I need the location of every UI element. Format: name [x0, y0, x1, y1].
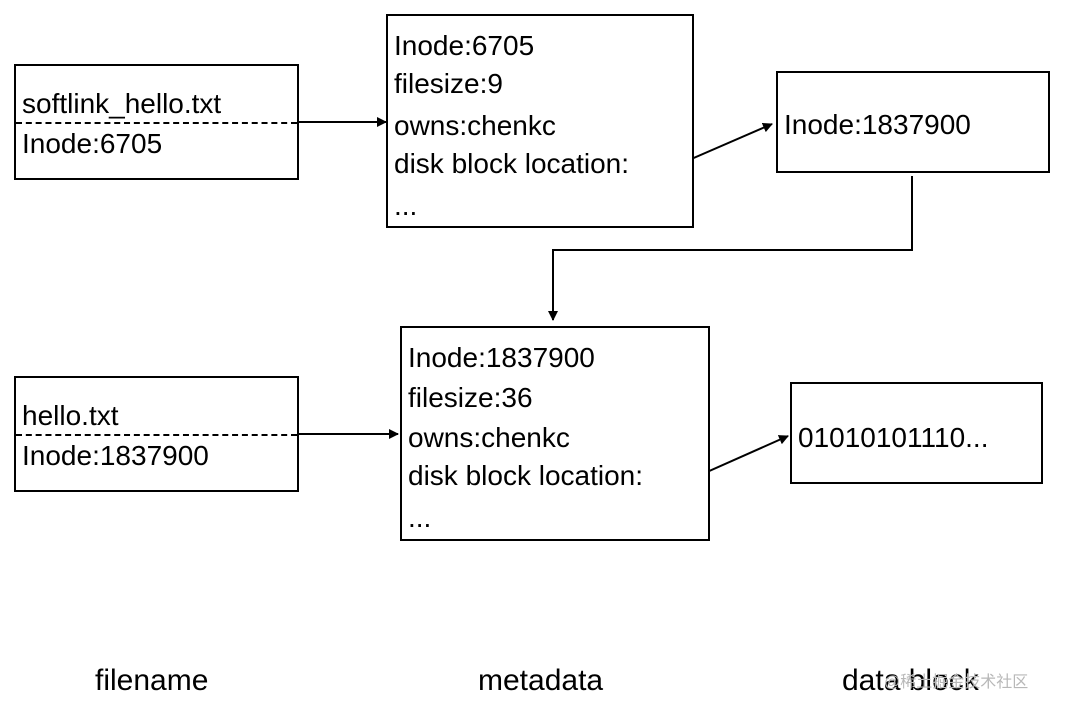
hello-data-block-box: 01010101110... — [790, 382, 1043, 484]
hello-metadata-inode: Inode:1837900 — [408, 342, 595, 373]
hello-filename-box: hello.txt Inode:1837900 — [14, 376, 299, 492]
hello-metadata-disk-location: disk block location: — [408, 460, 644, 491]
hello-filename-name: hello.txt — [22, 400, 119, 431]
hello-metadata-box: Inode:1837900 filesize:36 owns:chenkc di… — [400, 326, 710, 541]
hello-metadata-filesize: filesize:36 — [408, 382, 533, 413]
softlink-data-block-box: Inode:1837900 — [776, 71, 1050, 173]
softlink-metadata-ellipsis: ... — [394, 190, 418, 221]
hello-metadata-ellipsis: ... — [408, 502, 432, 533]
hello-metadata-owner: owns:chenkc — [408, 422, 570, 453]
softlink-filename-inode: Inode:6705 — [22, 128, 163, 159]
column-label-filename: filename — [95, 664, 209, 697]
watermark: @稀土掘金技术社区 — [884, 674, 1029, 691]
softlink-metadata-disk-location: disk block location: — [394, 148, 630, 179]
column-label-data-block: data block — [842, 664, 979, 697]
arrow-block-to-hello-metadata — [548, 176, 913, 321]
softlink-metadata-filesize: filesize:9 — [394, 68, 503, 99]
softlink-metadata-owner: owns:chenkc — [394, 110, 556, 141]
hello-filename-divider — [16, 434, 297, 436]
hello-filename-inode: Inode:1837900 — [22, 440, 209, 471]
softlink-filename-box: softlink_hello.txt Inode:6705 — [14, 64, 299, 180]
hello-data-block-content: 01010101110... — [798, 422, 989, 453]
softlink-metadata-box: Inode:6705 filesize:9 owns:chenkc disk b… — [386, 14, 694, 228]
softlink-filename-name: softlink_hello.txt — [22, 88, 222, 119]
softlink-data-block-content: Inode:1837900 — [784, 109, 971, 140]
column-label-metadata: metadata — [478, 664, 604, 697]
softlink-metadata-inode: Inode:6705 — [394, 30, 535, 61]
softlink-filename-divider — [16, 122, 297, 124]
